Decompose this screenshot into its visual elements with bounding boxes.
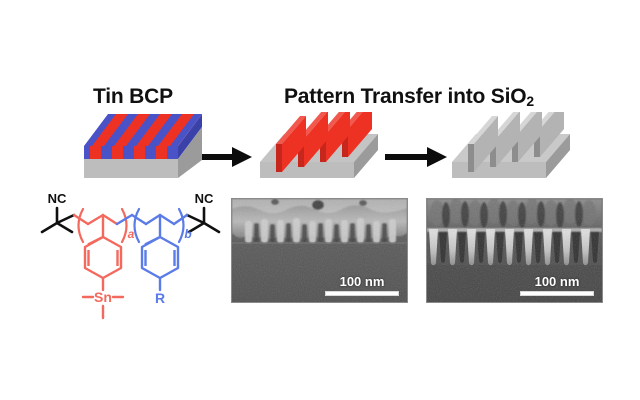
block-b-backbone [115,213,189,239]
sem-image-tin-bcp-cross-section [232,199,407,302]
block-a-phenyl-ring [83,235,123,280]
sio2-fins-group [468,112,564,172]
block-b-phenyl-ring [140,235,180,280]
arrow-bcp-to-pattern [190,147,252,167]
block-a-backbone [72,213,119,239]
tin-methyl-bonds [81,295,125,320]
substrate-front-face [84,159,178,178]
red-fin-substrate-side [354,134,378,178]
schematic-red-fin-block [260,112,378,178]
heading-pattern-transfer: Pattern Transfer into SiO2 [284,85,534,109]
chemical-structure-tin-bcp: NC NC Sn [40,191,221,320]
left-nitrile-end-group [40,206,76,234]
heading-pattern-transfer-text: Pattern Transfer into SiO [284,85,527,108]
scalebar-label: 100 nm [339,274,385,289]
sio2-substrate-side [546,134,570,178]
sem-panel-etched-sio2: 100 nm [426,198,603,303]
heading-tin-bcp-text: Tin BCP [93,85,173,108]
sio2-substrate-front [452,162,546,178]
red-fin-substrate-front [260,162,354,178]
end-group-label-right: NC [195,191,214,206]
arrow-pattern-to-sio2 [385,147,447,167]
lamellae-side-face [178,114,202,159]
scalebar-label: 100 nm [534,274,580,289]
schematic-tin-bcp-block [84,114,202,178]
block-a-brackets [77,207,128,244]
right-nitrile-end-group [185,206,221,234]
scalebar-tin-bcp: 100 nm [325,275,399,296]
heading-tin-bcp: Tin BCP [93,85,173,109]
substrate-side-face [178,127,202,178]
scalebar-line [520,291,594,296]
heading-sio2-subscript: 2 [526,93,534,110]
block-b-brackets [133,207,185,244]
sem-panel-tin-bcp: 100 nm [231,198,408,303]
schematic-sio2-fin-block [452,112,570,178]
block-a-subscript-label: a [128,227,135,241]
end-group-label-left: NC [48,191,67,206]
red-fins-group [276,112,372,172]
scalebar-line [325,291,399,296]
sem-image-etched-sio2-cross-section [427,199,602,302]
r-group-label: R [155,290,165,306]
scalebar-etched-sio2: 100 nm [520,275,594,296]
tin-atom-label: Sn [94,289,112,305]
lamellae-front-face [84,146,178,159]
block-b-subscript-label: b [184,227,191,241]
